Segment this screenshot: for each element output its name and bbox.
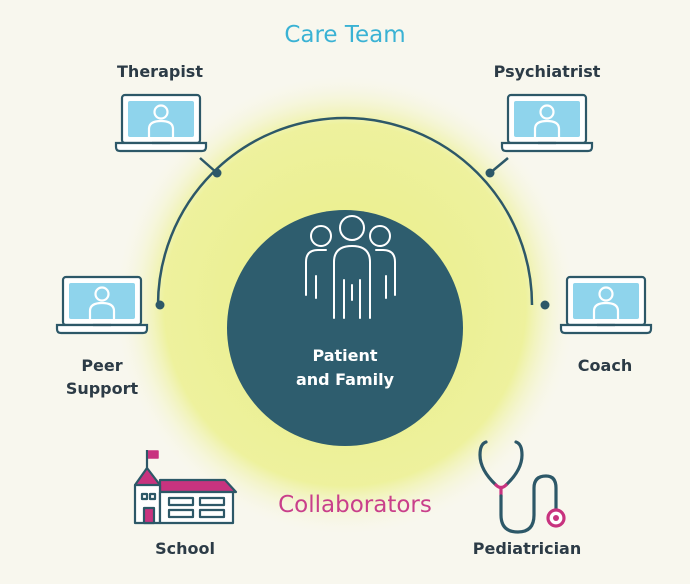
patient-label-line1: Patient [312, 346, 378, 365]
school-building-icon [133, 450, 238, 525]
coach-label: Coach [577, 356, 633, 375]
pediatrician-label: Pediatrician [472, 539, 582, 558]
peer-support-label-line1: Peer [81, 356, 123, 375]
laptop-user-icon-peer-support [55, 275, 149, 335]
therapist-label: Therapist [117, 62, 203, 81]
patient-family-label: Patient and Family [270, 344, 420, 392]
patient-label-line2: and Family [295, 370, 395, 389]
people-group-icon [305, 215, 396, 319]
psychiatrist-label: Psychiatrist [493, 62, 601, 81]
arc-node-coach [540, 300, 550, 310]
patient-family-circle [227, 210, 463, 446]
stethoscope-icon [478, 440, 566, 534]
care-team-arc [156, 116, 534, 306]
arc-node-peer-support [155, 300, 165, 310]
laptop-user-icon-coach [559, 275, 653, 335]
arc-link-therapist [199, 157, 218, 174]
collaborators-heading: Collaborators [278, 492, 432, 518]
care-team-heading: Care Team [284, 22, 406, 48]
school-label: School [155, 539, 215, 558]
peer-support-label: Peer Support [52, 354, 152, 400]
laptop-user-icon-psychiatrist [500, 93, 594, 153]
arc-link-psychiatrist [489, 157, 509, 174]
laptop-user-icon-therapist [114, 93, 208, 153]
peer-support-label-line2: Support [65, 379, 139, 398]
